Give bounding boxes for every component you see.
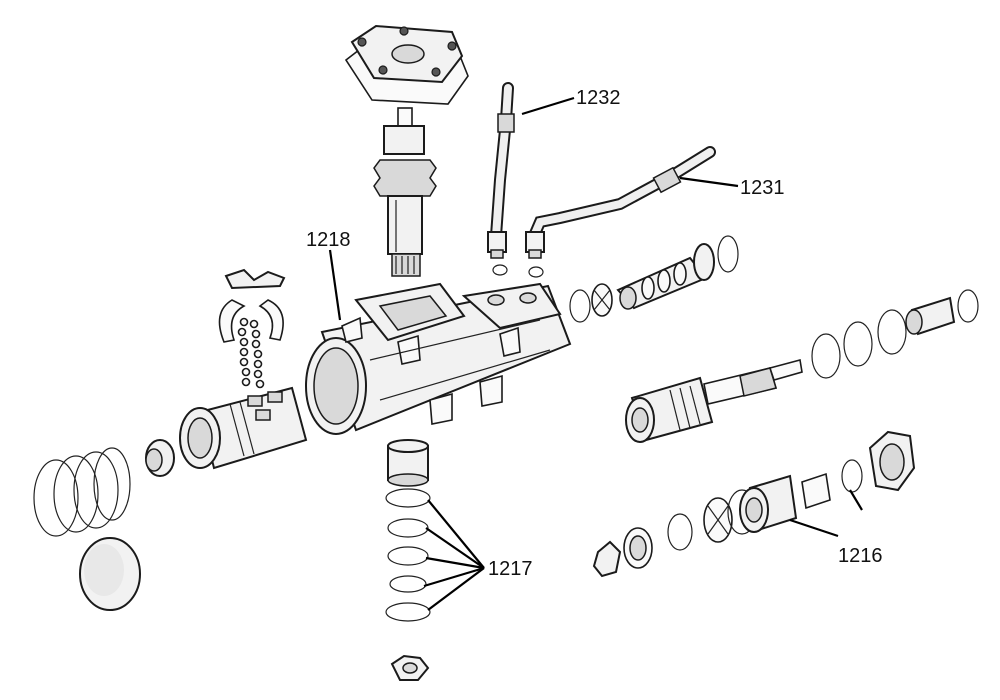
callout-1231: 1231 xyxy=(740,177,785,199)
adjuster-stack xyxy=(592,430,916,578)
sector-nut xyxy=(390,654,430,681)
callout-1216: 1216 xyxy=(838,545,883,567)
sector-bearing xyxy=(387,439,429,487)
steering-gear-housing xyxy=(305,282,572,435)
leader-1231 xyxy=(679,176,739,188)
hose-1232 xyxy=(487,82,515,259)
leader-1216 xyxy=(789,489,863,538)
valve-spool xyxy=(616,235,739,310)
leader-1217 xyxy=(423,499,485,611)
sector-shaft xyxy=(373,107,437,277)
recirculating-balls xyxy=(237,317,265,389)
o-ring-hose-2 xyxy=(528,266,544,278)
piston-plug xyxy=(145,439,175,477)
leader-1218 xyxy=(328,249,342,321)
end-snap-rings xyxy=(33,447,131,537)
ball-guide-clamp xyxy=(224,268,286,290)
end-plug xyxy=(79,537,141,611)
worm-shaft-seals xyxy=(811,289,979,379)
side-cover-plate xyxy=(350,24,464,84)
o-ring-hose-1 xyxy=(492,264,508,276)
valve-thrust-washer xyxy=(569,283,613,323)
seal-stack-1217 xyxy=(385,488,431,622)
worm-shaft xyxy=(625,359,803,443)
rack-piston xyxy=(179,386,308,470)
callout-1217: 1217 xyxy=(488,558,533,580)
callout-1218: 1218 xyxy=(306,229,351,251)
hose-1231 xyxy=(525,146,716,259)
ball-guides xyxy=(218,299,284,343)
leader-1232 xyxy=(521,96,575,116)
callout-1232: 1232 xyxy=(576,87,621,109)
